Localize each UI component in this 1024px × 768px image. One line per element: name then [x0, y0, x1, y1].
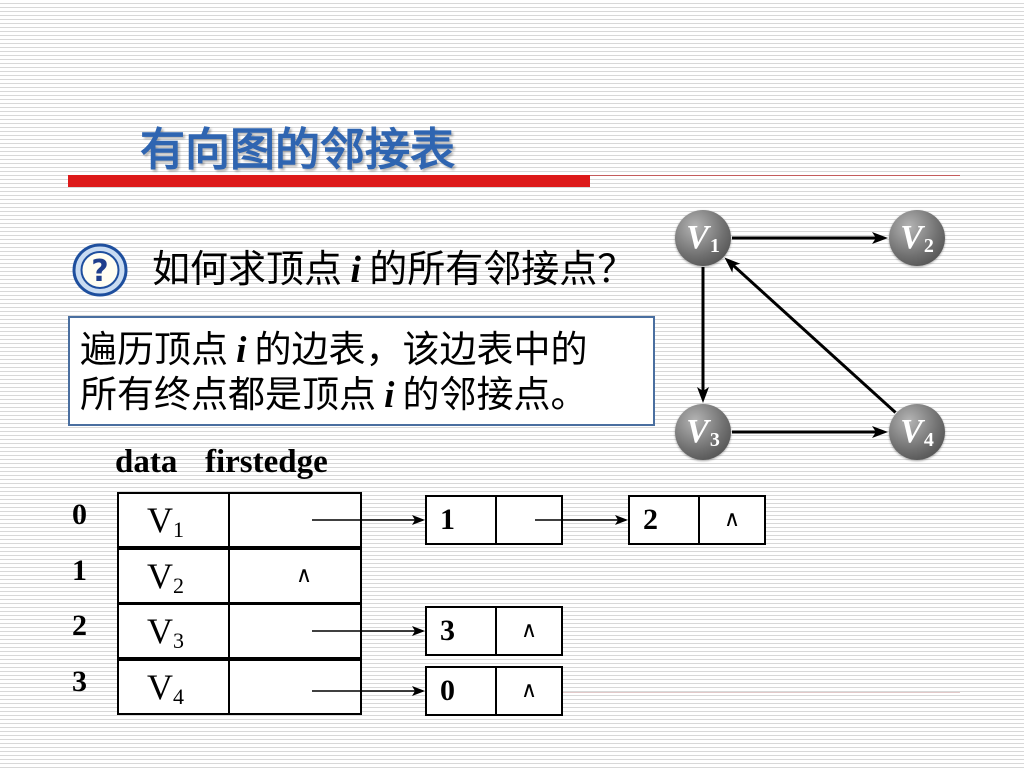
- next-cell: ∧: [497, 668, 561, 714]
- question-glyph: ?: [91, 254, 108, 289]
- vertex-subscript: 1: [173, 517, 184, 542]
- graph-edge-arrow: [724, 257, 897, 414]
- null-pointer: ∧: [295, 563, 313, 588]
- vertex-letter: V: [147, 556, 173, 596]
- column-header-data: data: [115, 444, 178, 480]
- edge-node: 1: [425, 495, 563, 545]
- firstedge-cell: ∧: [230, 550, 360, 602]
- graph-vertex-subscript: 2: [923, 235, 934, 257]
- answer-line-1-after: 的边表，该边表中的: [254, 330, 588, 371]
- vertex-letter: V: [147, 611, 173, 651]
- answer-line-1-before: 遍历顶点: [80, 330, 228, 371]
- answer-line-2-before: 所有终点都是顶点: [80, 375, 376, 416]
- vertex-subscript: 4: [173, 684, 184, 709]
- edge-node: 2∧: [628, 495, 766, 545]
- vertex-subscript: 2: [173, 573, 184, 598]
- vertex-index: 0: [72, 498, 87, 531]
- vertex-letter: V: [147, 667, 173, 707]
- firstedge-cell: [230, 661, 360, 713]
- firstedge-cell: [230, 494, 360, 546]
- graph-vertex-letter: V: [900, 219, 923, 256]
- graph-vertex-letter: V: [686, 219, 709, 256]
- graph-vertex-subscript: 4: [923, 429, 934, 451]
- answer-line-2-after: 的邻接点。: [402, 375, 588, 416]
- graph-vertex-letter: V: [686, 413, 709, 450]
- graph-vertex-subscript: 1: [709, 235, 720, 257]
- next-cell: [497, 497, 561, 543]
- vertex-index: 3: [72, 665, 87, 698]
- next-cell: ∧: [497, 608, 561, 654]
- null-pointer: ∧: [723, 507, 741, 532]
- vertex-variable: i: [350, 249, 361, 291]
- page-title: 有向图的邻接表: [140, 125, 456, 175]
- adjvex-cell: 3: [427, 608, 497, 654]
- vertex-index: 1: [72, 554, 87, 587]
- vertex-subscript: 3: [173, 628, 184, 653]
- graph-vertex-subscript: 3: [709, 429, 720, 451]
- column-header-firstedge: firstedge: [205, 444, 328, 480]
- vertex-variable: i: [384, 375, 395, 416]
- title-rule-line: [590, 175, 960, 176]
- firstedge-cell: [230, 605, 360, 657]
- graph-vertex-letter: V: [900, 413, 923, 450]
- question-mark-icon: ?: [72, 243, 128, 297]
- vertex-letter: V: [147, 500, 173, 540]
- vertex-variable: i: [236, 330, 247, 371]
- adjvex-cell: 0: [427, 668, 497, 714]
- footer-rule-line: [563, 692, 960, 693]
- adjvex-cell: 1: [427, 497, 497, 543]
- next-cell: ∧: [700, 497, 764, 543]
- null-pointer: ∧: [520, 678, 538, 703]
- question-text-after: 的所有邻接点？: [369, 249, 636, 291]
- question-text-before: 如何求顶点: [152, 249, 343, 291]
- vertex-index: 2: [72, 609, 87, 642]
- title-accent-bar: [68, 175, 590, 187]
- adjvex-cell: 2: [630, 497, 700, 543]
- edge-node: 3∧: [425, 606, 563, 656]
- edge-node: 0∧: [425, 666, 563, 716]
- null-pointer: ∧: [520, 618, 538, 643]
